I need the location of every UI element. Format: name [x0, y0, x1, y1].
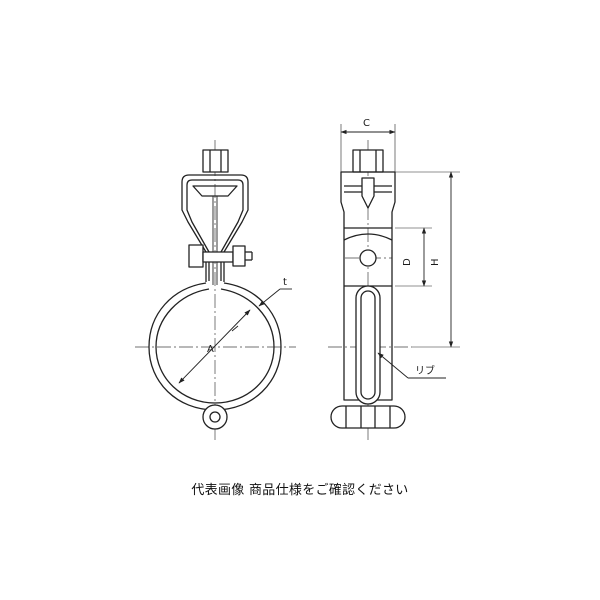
- hanger-nut: [202, 149, 229, 173]
- dimension-d: [395, 227, 432, 287]
- side-set-screw: [361, 177, 375, 209]
- label-d: D: [402, 258, 413, 266]
- label-c: C: [363, 118, 370, 129]
- caption: 代表画像 商品仕様をご確認ください: [191, 483, 409, 498]
- side-body-outline: [340, 171, 396, 401]
- top-bracket-inner: [186, 179, 244, 281]
- side-bolt-hole: [359, 249, 377, 267]
- label-a: A: [207, 344, 214, 355]
- label-t: t: [283, 277, 287, 288]
- side-bottom-eye: [330, 405, 406, 429]
- front-view: [135, 140, 296, 440]
- rib-leader: [377, 352, 446, 379]
- dimension-c: [340, 124, 396, 172]
- label-rib: リブ: [415, 364, 435, 377]
- dimension-t: [231, 288, 292, 332]
- clamp-band-inner: [155, 288, 275, 404]
- dimension-h: [395, 171, 460, 348]
- side-view: [328, 140, 412, 440]
- bottom-eye: [202, 404, 228, 430]
- side-hanger-nut: [352, 149, 384, 173]
- label-h: H: [430, 258, 441, 266]
- clamp-bolt: [188, 244, 253, 268]
- dimension-a: [178, 309, 251, 384]
- front-center-lines: [135, 140, 296, 440]
- top-bracket-outer: [181, 174, 249, 282]
- rib: [355, 285, 381, 405]
- top-bracket-lip: [192, 185, 238, 197]
